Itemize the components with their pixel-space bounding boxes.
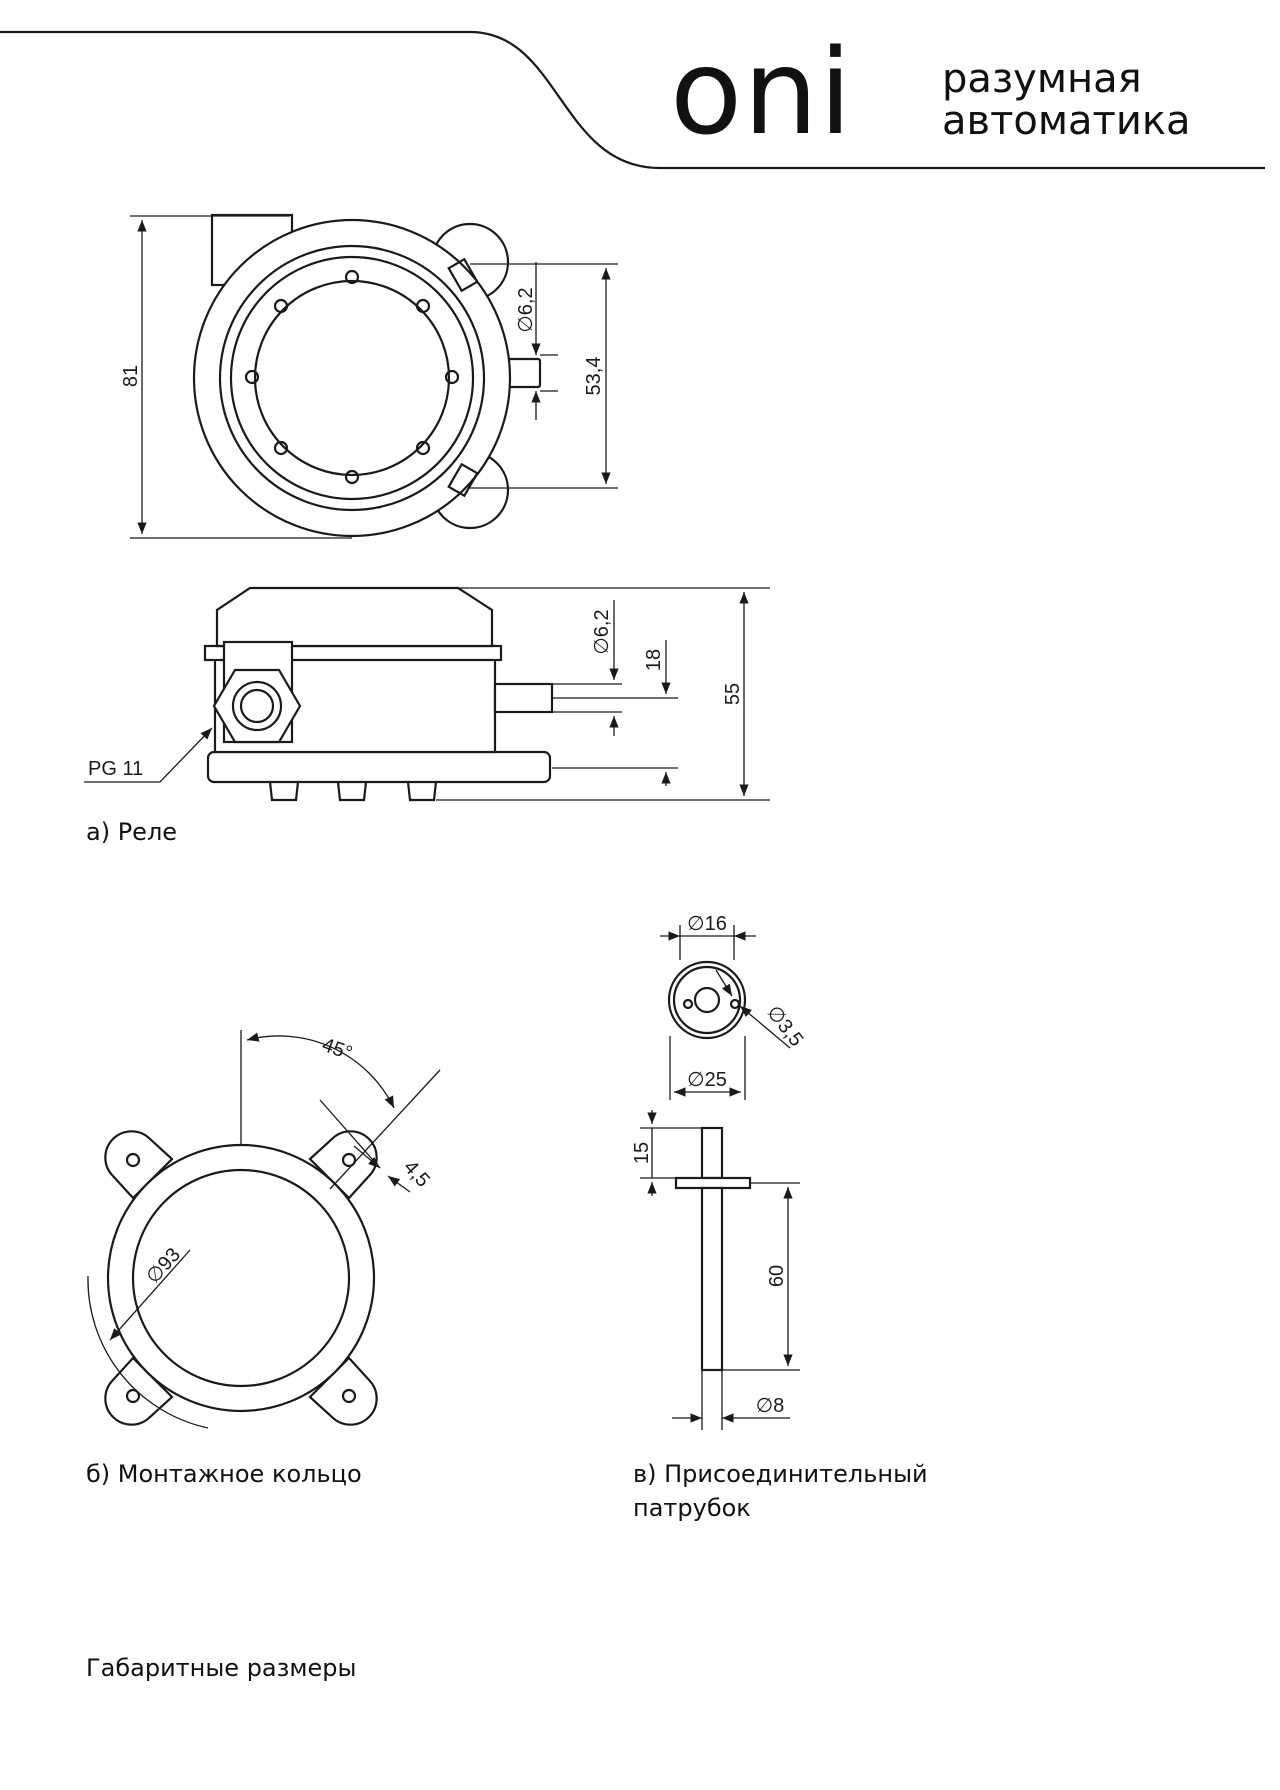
ring-dim-angle: 45° [319, 1034, 355, 1065]
ring-caption: б) Монтажное кольцо [86, 1460, 362, 1488]
relay-base-plate [206, 750, 552, 784]
relay-foot-2 [336, 781, 368, 802]
nozzle-dim-60: 60 [766, 1265, 788, 1287]
relay-side-view: PG 11 55 18 ∅6,2 [84, 586, 770, 802]
brand-tagline-1: разумная [942, 56, 1142, 102]
nozzle-dim-d35: ∅3,5 [762, 1002, 807, 1051]
nozzle-flange-top [667, 960, 747, 1040]
header-curve [0, 30, 1265, 170]
relay-foot-3 [406, 781, 438, 802]
relay-dim-81: 81 [120, 365, 142, 387]
relay-screw-top [447, 257, 479, 293]
relay-ring-4 [253, 279, 451, 477]
mounting-ring-view: 45° 4,5 ∅93 [87, 1030, 441, 1429]
nozzle-flange [674, 1176, 752, 1190]
relay-screw-bottom [447, 462, 479, 498]
relay-dim-18: 18 [643, 649, 665, 671]
brand-tagline-2: автоматика [942, 98, 1191, 144]
nozzle-dim-d8: ∅8 [756, 1395, 785, 1417]
nozzle-tube-lower [700, 1186, 724, 1372]
relay-lid [215, 586, 494, 648]
relay-top-view: 81 53,4 ∅6,2 [120, 213, 618, 539]
nozzle-dim-d25: ∅25 [687, 1069, 727, 1091]
ring-lug-ne [308, 1130, 378, 1200]
relay-dim-port: ∅6,2 [591, 609, 613, 654]
relay-holes [244, 269, 460, 485]
ring-dim-slot: 4,5 [399, 1156, 434, 1191]
nozzle-inner-circle [672, 965, 742, 1035]
nozzle-hole-left [682, 998, 694, 1010]
relay-foot-1 [268, 781, 300, 802]
nozzle-bore [693, 986, 721, 1014]
page-header: oni разумная автоматика [0, 23, 1265, 170]
relay-caption: а) Реле [86, 818, 178, 846]
ring-lug-se [308, 1356, 378, 1426]
nozzle-view: ∅16 ∅3,5 ∅25 15 60 ∅8 [631, 913, 807, 1430]
relay-outer-ring [192, 218, 512, 538]
relay-side-nozzle [493, 682, 554, 714]
relay-dim-hole: ∅6,2 [515, 287, 537, 332]
relay-dim-53-4: 53,4 [583, 357, 605, 396]
relay-ring-2 [218, 244, 486, 512]
relay-gland-nut [212, 668, 302, 744]
brand-logo: oni [670, 23, 853, 161]
nozzle-tube-upper [700, 1126, 724, 1180]
nozzle-dim-15: 15 [631, 1142, 653, 1164]
relay-gland-label: PG 11 [88, 758, 143, 780]
nozzle-caption-line1: в) Присоединительный [633, 1460, 928, 1488]
ring-lug-nw [104, 1130, 174, 1200]
relay-ring-3 [229, 255, 475, 501]
nozzle-caption-line2: патрубок [633, 1494, 751, 1522]
nozzle-hole-right [729, 998, 741, 1010]
footer-title: Габаритные размеры [86, 1654, 357, 1682]
nozzle-dim-d16: ∅16 [687, 913, 727, 935]
relay-dim-55: 55 [722, 683, 744, 705]
ring-inner [131, 1168, 351, 1388]
